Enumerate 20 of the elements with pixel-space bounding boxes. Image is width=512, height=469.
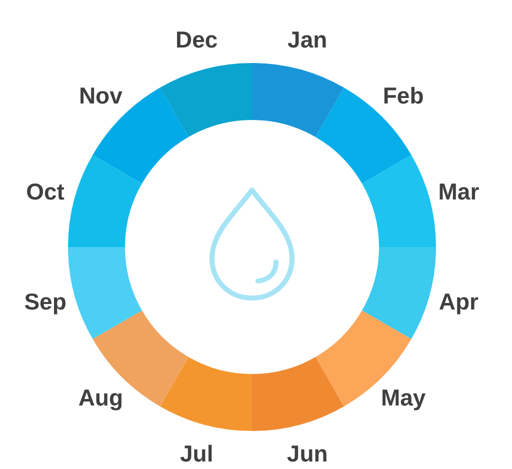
month-label: Dec (176, 26, 218, 54)
month-label: Feb (382, 82, 424, 110)
month-label: May (380, 384, 426, 412)
ring-segment (362, 155, 436, 247)
ring-segment (68, 155, 142, 247)
month-label: Jul (180, 440, 214, 468)
month-label: Apr (438, 288, 479, 316)
month-label: Jun (286, 440, 328, 468)
ring-segment (68, 247, 142, 339)
month-label: Mar (438, 178, 480, 206)
month-label: Jan (288, 26, 328, 54)
month-label: Sep (24, 288, 66, 316)
month-label: Oct (26, 178, 64, 206)
ring-segment (362, 247, 436, 339)
ring-segment (252, 356, 344, 431)
month-label: Aug (78, 384, 124, 412)
ring-segment (160, 63, 252, 138)
ring-segment (160, 356, 252, 431)
ring-segment (252, 63, 344, 138)
month-label: Nov (78, 82, 122, 110)
